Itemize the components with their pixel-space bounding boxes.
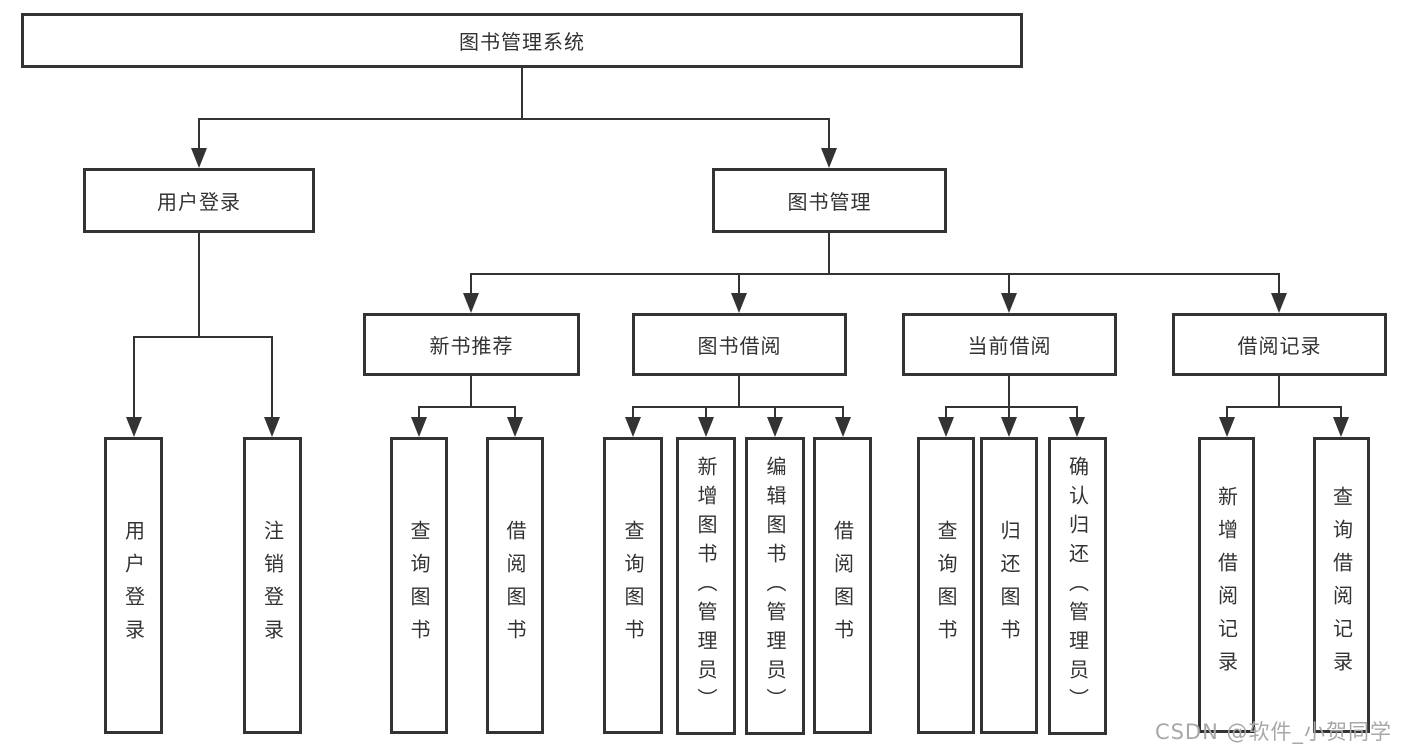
connector-borrow-records-rail: [1226, 406, 1342, 408]
connector-book-borrow-rail: [632, 406, 843, 408]
connector-root-stem: [521, 68, 523, 118]
connector-user-login-rail: [133, 336, 273, 338]
leaf-borrow-books: 借阅图书: [813, 437, 872, 734]
node-book-borrow: 图书借阅: [632, 313, 847, 376]
connector-leaf-stem: [774, 406, 776, 419]
connector-level3-stem: [1008, 273, 1010, 295]
arrow-down-icon: [698, 417, 714, 437]
arrow-down-icon: [835, 417, 851, 437]
connector-leaf-stem: [1226, 406, 1228, 419]
arrow-down-icon: [938, 417, 954, 437]
leaf-query-books: 查询图书: [917, 437, 975, 734]
arrow-down-icon: [1001, 417, 1017, 437]
connector-level2-rail: [198, 118, 830, 120]
node-book-management: 图书管理: [712, 168, 947, 233]
connector-leaf-stem: [418, 406, 420, 419]
arrow-down-icon: [767, 417, 783, 437]
connector-current-borrow-down: [1008, 376, 1010, 406]
connector-user-login-down: [198, 233, 200, 336]
node-new-book-recommend: 新书推荐: [363, 313, 580, 376]
connector-book-borrow-down: [738, 376, 740, 406]
arrow-down-icon: [625, 417, 641, 437]
connector-leaf-stem: [271, 336, 273, 419]
connector-leaf-stem: [133, 336, 135, 419]
leaf-return-books: 归还图书: [980, 437, 1038, 734]
arrow-down-icon: [1271, 293, 1287, 313]
connector-new-book-down: [470, 376, 472, 406]
node-borrow-records: 借阅记录: [1172, 313, 1387, 376]
node-user-login: 用户登录: [83, 168, 315, 233]
leaf-user-login: 用户登录: [104, 437, 163, 734]
arrow-down-icon: [191, 148, 207, 168]
connector-current-borrow-rail: [945, 406, 1078, 408]
connector-level3-stem: [1278, 273, 1280, 295]
leaf-add-borrow-record: 新增借阅记录: [1198, 437, 1255, 733]
arrow-down-icon: [1001, 293, 1017, 313]
connector-level3-rail: [470, 273, 1280, 275]
arrow-down-icon: [264, 417, 280, 437]
connector-borrow-records-down: [1278, 376, 1280, 406]
leaf-confirm-return-admin: 确认归还（管理员）: [1048, 437, 1107, 735]
connector-leaf-stem: [945, 406, 947, 419]
arrow-down-icon: [1219, 417, 1235, 437]
leaf-add-books-admin: 新增图书（管理员）: [676, 437, 736, 735]
leaf-borrow-books: 借阅图书: [486, 437, 544, 734]
connector-leaf-stem: [632, 406, 634, 419]
arrow-down-icon: [821, 148, 837, 168]
leaf-query-books: 查询图书: [390, 437, 448, 734]
connector-user-login-stem: [198, 118, 200, 150]
connector-book-management-stem: [828, 118, 830, 150]
arrow-down-icon: [126, 417, 142, 437]
csdn-watermark: CSDN @软件_小贺同学: [1154, 720, 1392, 744]
connector-new-book-rail: [418, 406, 516, 408]
arrow-down-icon: [463, 293, 479, 313]
leaf-query-books: 查询图书: [603, 437, 663, 734]
arrow-down-icon: [731, 293, 747, 313]
leaf-logout: 注销登录: [243, 437, 302, 734]
arrow-down-icon: [1333, 417, 1349, 437]
connector-leaf-stem: [1076, 406, 1078, 419]
node-root-library-management-system: 图书管理系统: [21, 13, 1023, 68]
connector-leaf-stem: [1340, 406, 1342, 419]
connector-leaf-stem: [1008, 406, 1010, 419]
arrow-down-icon: [507, 417, 523, 437]
connector-leaf-stem: [514, 406, 516, 419]
arrow-down-icon: [1069, 417, 1085, 437]
connector-level3-stem: [470, 273, 472, 295]
leaf-query-borrow-record: 查询借阅记录: [1313, 437, 1370, 733]
arrow-down-icon: [411, 417, 427, 437]
connector-book-management-down: [828, 233, 830, 273]
connector-level3-stem: [738, 273, 740, 295]
connector-leaf-stem: [842, 406, 844, 419]
node-current-borrow: 当前借阅: [902, 313, 1117, 376]
connector-leaf-stem: [705, 406, 707, 419]
leaf-edit-books-admin: 编辑图书（管理员）: [745, 437, 805, 735]
